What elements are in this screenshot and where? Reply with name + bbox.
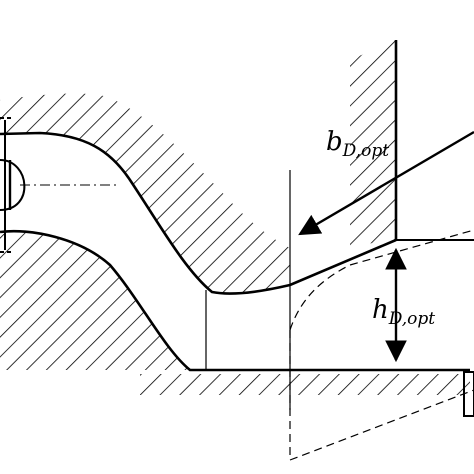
b-dimension-arrow [298, 130, 474, 236]
lower-wall-hatching [0, 231, 190, 370]
bottom-strip-hatching [140, 374, 470, 395]
dashed-contour [289, 229, 474, 461]
upper-wall-hatching [0, 93, 290, 294]
right-wall-hatching [350, 40, 396, 246]
lower-wall-outline [0, 229, 470, 372]
bottom-right-component [463, 371, 474, 417]
left-valve-component [0, 117, 26, 253]
upper-wall-outline [0, 131, 397, 295]
h-dimension-label: hD,opt [372, 295, 435, 329]
b-dimension-label: bD,opt [326, 127, 389, 161]
